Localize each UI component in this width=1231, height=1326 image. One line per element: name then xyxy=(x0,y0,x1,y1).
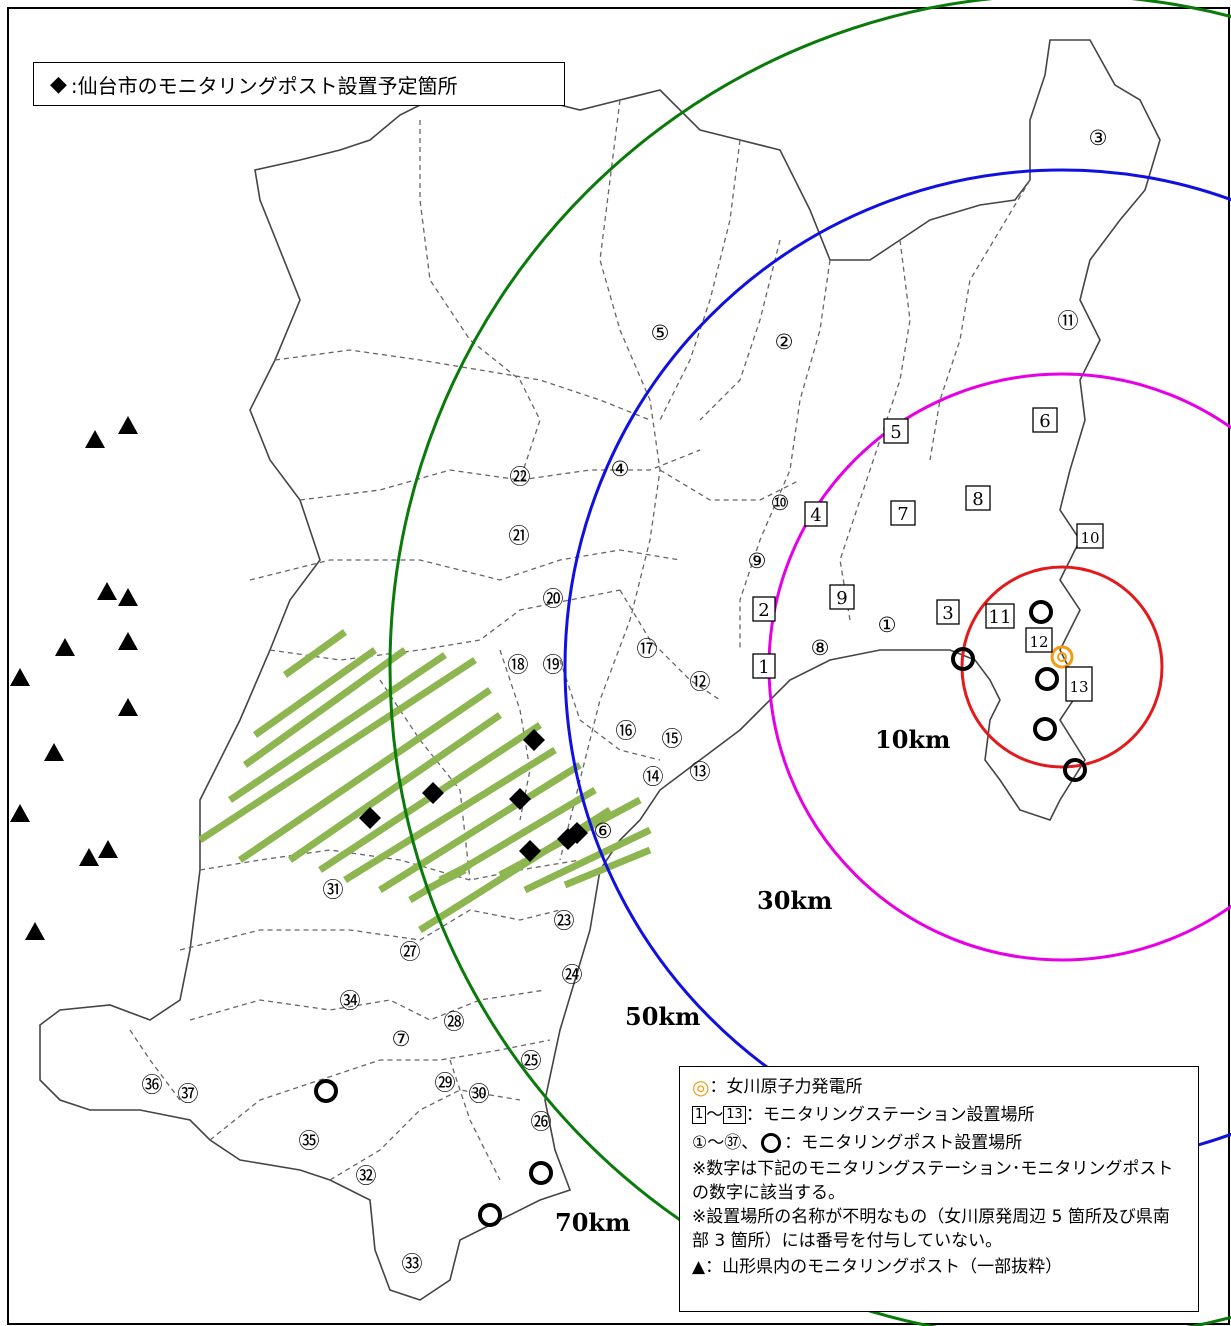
legend-station-text: ：モニタリングステーション設置場所 xyxy=(745,1105,1035,1125)
post-26: ㉖ xyxy=(531,1110,552,1134)
post-21: ㉑ xyxy=(509,524,530,548)
legend-post-row: ①～㊲、 ：モニタリングポスト設置場所 xyxy=(692,1129,1186,1157)
post-1: ① xyxy=(878,613,897,637)
label-10km: 10km xyxy=(875,725,950,754)
post-12: ⑫ xyxy=(690,670,711,694)
post-5: ⑤ xyxy=(651,321,670,345)
post-8: ⑧ xyxy=(811,636,830,660)
legend-triangle-text: ：山形県内のモニタリングポスト（一部抜粋） xyxy=(705,1257,1063,1277)
station-1: 1 xyxy=(758,657,769,678)
post-36: ㊱ xyxy=(142,1073,163,1097)
legend-note-1: ※数字は下記のモニタリングステーション･モニタリングポストの数字に該当する。 xyxy=(692,1159,1174,1203)
station-7: 7 xyxy=(897,504,908,525)
distance-labels: 10km 30km 50km 70km xyxy=(555,725,950,1237)
ring-70km xyxy=(388,0,1231,1326)
unnumbered-posts xyxy=(314,600,1087,1227)
post-34: ㉞ xyxy=(340,989,361,1013)
post-19: ⑲ xyxy=(543,653,564,677)
triangle-icon: ▲ xyxy=(692,1257,706,1277)
station-6: 6 xyxy=(1039,411,1050,432)
station-2: 2 xyxy=(758,600,769,621)
post-28: ㉘ xyxy=(444,1010,465,1034)
station-3: 3 xyxy=(942,603,953,624)
sendai-planned-posts xyxy=(359,729,588,862)
map-legend: ◎ ：女川原子力発電所 1 ～ 13 ：モニタリングステーション設置場所 ①～㊲… xyxy=(679,1066,1199,1312)
municipal-boundaries xyxy=(129,99,1031,1181)
post-24: ㉔ xyxy=(562,963,583,987)
map-frame xyxy=(7,7,1230,1325)
post-9: ⑨ xyxy=(748,549,767,573)
post-22: ㉒ xyxy=(510,465,531,489)
post-17: ⑰ xyxy=(637,637,658,661)
label-30km: 30km xyxy=(757,886,832,915)
legend-plant-row: ◎ ：女川原子力発電所 xyxy=(692,1073,1186,1101)
station-box-icon: 13 xyxy=(723,1106,746,1124)
post-16: ⑯ xyxy=(616,719,637,743)
legend-tilde: ～ xyxy=(706,1105,724,1125)
legend-plant-text: ：女川原子力発電所 xyxy=(709,1077,863,1097)
station-13: 13 xyxy=(1069,678,1088,696)
post-37: ㊲ xyxy=(178,1082,199,1106)
post-35: ㉟ xyxy=(299,1129,320,1153)
post-13: ⑬ xyxy=(690,760,711,784)
post-32: ㉜ xyxy=(356,1164,377,1188)
post-25: ㉕ xyxy=(521,1049,542,1073)
station-8: 8 xyxy=(972,489,983,510)
station-4: 4 xyxy=(810,505,821,526)
station-10: 10 xyxy=(1080,529,1099,547)
station-labels: 1 2 3 4 5 6 7 8 9 10 11 12 13 xyxy=(758,411,1099,696)
miyagi-outline xyxy=(39,39,1161,1301)
post-3: ③ xyxy=(1089,126,1108,150)
post-23: ㉓ xyxy=(554,909,575,933)
diamond-icon: ◆ xyxy=(50,71,67,97)
plant-marker xyxy=(1050,645,1074,669)
plant-icon: ◎ xyxy=(692,1075,710,1099)
post-11: ⑪ xyxy=(1058,309,1079,333)
legend-post-range: ①～㊲、 xyxy=(692,1133,759,1153)
ring-icon xyxy=(761,1133,782,1153)
post-15: ⑮ xyxy=(662,727,683,751)
post-6: ⑥ xyxy=(594,819,613,843)
post-2: ② xyxy=(775,330,794,354)
legend-station-row: 1 ～ 13 ：モニタリングステーション設置場所 xyxy=(692,1101,1186,1129)
post-14: ⑭ xyxy=(643,765,664,789)
sendai-legend: ◆ :仙台市のモニタリングポスト設置予定箇所 xyxy=(33,62,565,106)
post-7: ⑦ xyxy=(392,1027,411,1051)
post-20: ⑳ xyxy=(543,587,564,611)
post-18: ⑱ xyxy=(508,653,529,677)
yamagata-posts xyxy=(10,416,138,940)
post-4: ④ xyxy=(611,457,630,481)
sendai-legend-text: :仙台市のモニタリングポスト設置予定箇所 xyxy=(70,73,458,98)
post-30: ㉚ xyxy=(469,1082,490,1106)
post-10: ⑩ xyxy=(771,491,790,515)
label-50km: 50km xyxy=(625,1002,700,1031)
station-11: 11 xyxy=(989,607,1012,628)
legend-post-text: ：モニタリングポスト設置場所 xyxy=(784,1133,1023,1153)
post-31: ㉛ xyxy=(323,878,344,902)
legend-note-2: ※設置場所の名称が不明なもの（女川原発周辺 5 箇所及び県南部 3 箇所）には番… xyxy=(692,1207,1170,1251)
station-boxes xyxy=(752,407,1104,702)
station-12: 12 xyxy=(1029,633,1048,651)
post-labels: ① ② ③ ④ ⑤ ⑥ ⑦ ⑧ ⑨ ⑩ ⑪ ⑫ ⑬ ⑭ ⑮ ⑯ ⑰ ⑱ ⑲ ⑳ … xyxy=(142,126,1108,1276)
label-70km: 70km xyxy=(555,1208,630,1237)
post-29: ㉙ xyxy=(435,1071,456,1095)
station-5: 5 xyxy=(890,422,901,443)
station-9: 9 xyxy=(836,588,847,609)
legend-triangle-row: ▲ ：山形県内のモニタリングポスト（一部抜粋） xyxy=(692,1253,1186,1281)
post-33: ㉝ xyxy=(402,1252,423,1276)
station-box-icon: 1 xyxy=(692,1106,707,1124)
post-27: ㉗ xyxy=(400,940,421,964)
sendai-hatch xyxy=(198,629,652,933)
